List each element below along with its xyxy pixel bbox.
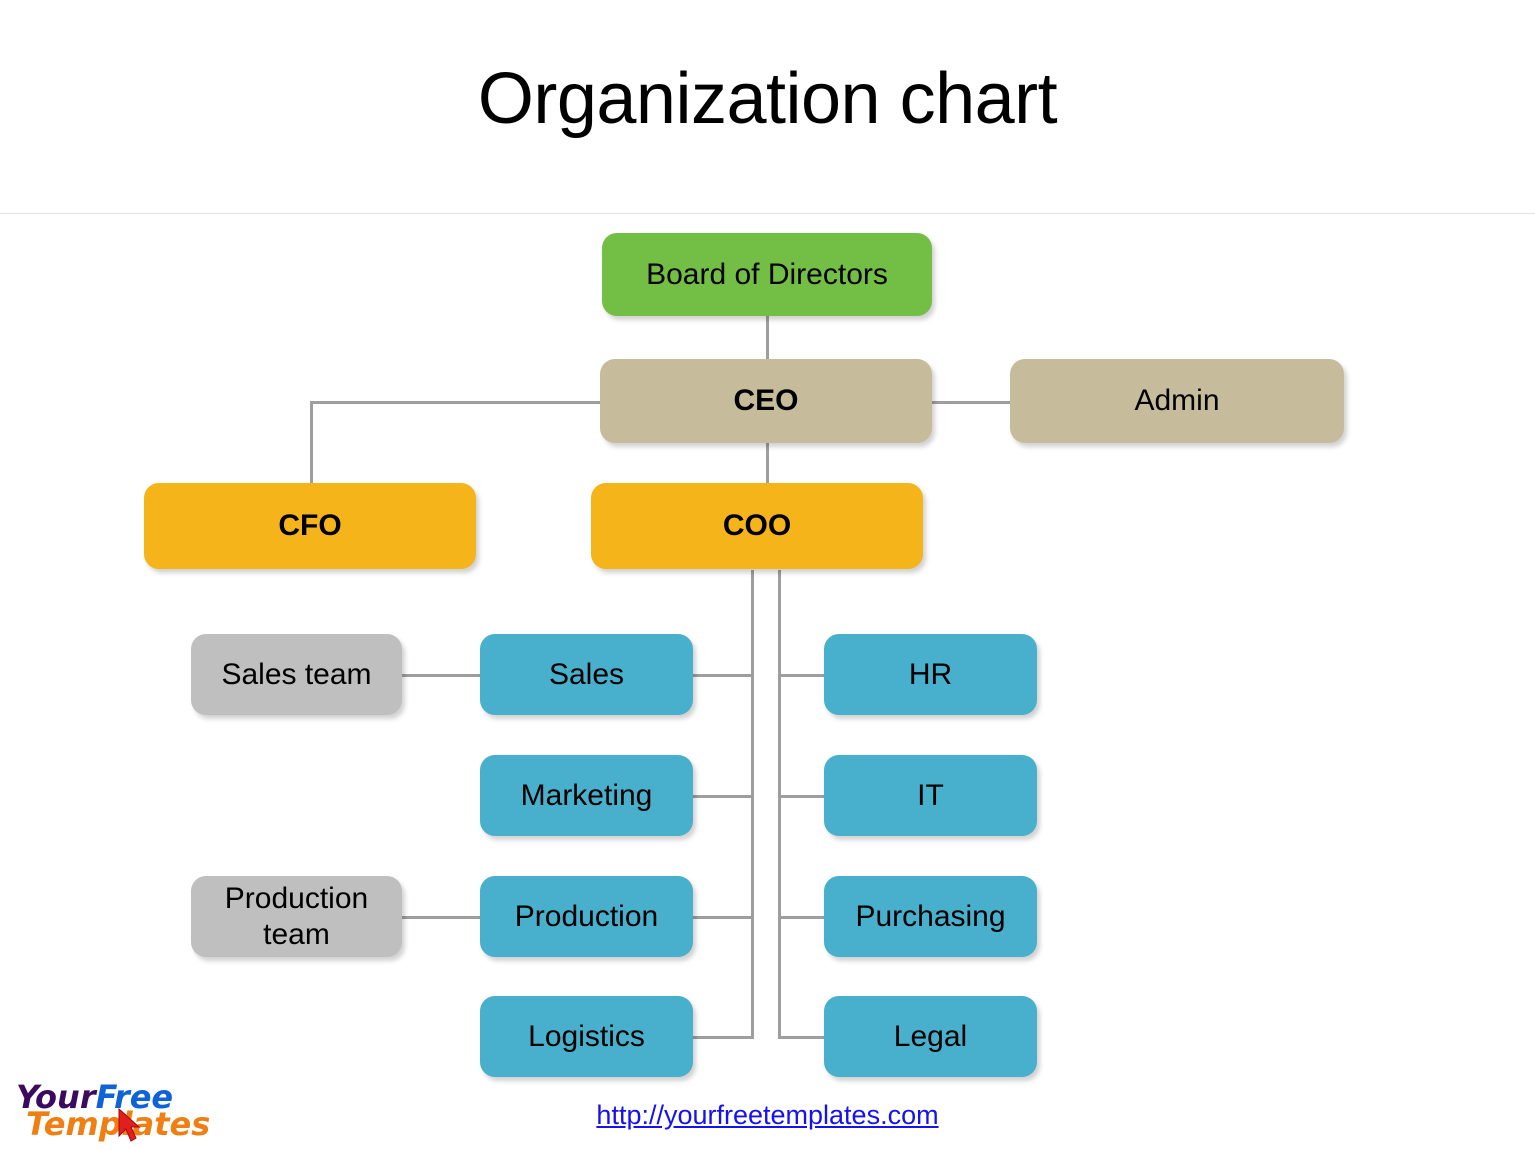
page-title: Organization chart (477, 59, 1058, 139)
connector-trunk-to-legal (778, 1036, 826, 1039)
node-marketing[interactable]: Marketing (480, 755, 693, 836)
node-coo[interactable]: COO (591, 483, 923, 569)
node-hr[interactable]: HR (824, 634, 1037, 715)
logo-word-free: Free (95, 1078, 174, 1116)
node-production-team[interactable]: Production team (191, 876, 402, 957)
footer-url-link[interactable]: http://yourfreetemplates.com (596, 1100, 939, 1130)
title-divider (0, 213, 1535, 214)
connector-trunk-to-purchasing (778, 916, 826, 919)
connector-ceo-to-cfo-vertical (310, 401, 313, 483)
connector-ceo-to-admin (932, 401, 1012, 404)
trunk-coo-left (751, 570, 754, 1039)
node-cfo[interactable]: CFO (144, 483, 476, 569)
logo-line-2: Templates (26, 1105, 210, 1143)
node-admin[interactable]: Admin (1010, 359, 1344, 443)
title-area: Organization chart (0, 0, 1535, 214)
node-logistics[interactable]: Logistics (480, 996, 693, 1077)
node-board-of-directors[interactable]: Board of Directors (602, 233, 932, 316)
node-it[interactable]: IT (824, 755, 1037, 836)
connector-trunk-to-marketing (693, 795, 754, 798)
cursor-arrow-icon (118, 1108, 141, 1142)
connector-ceo-to-coo (766, 443, 769, 485)
connector-trunk-to-production (693, 916, 754, 919)
logo-word-your: Your (16, 1078, 96, 1116)
connector-trunk-to-sales (693, 674, 754, 677)
node-sales[interactable]: Sales (480, 634, 693, 715)
connector-sales-to-sales-team (402, 674, 482, 677)
connector-trunk-to-hr (778, 674, 826, 677)
connector-production-to-production-team (402, 916, 482, 919)
node-purchasing[interactable]: Purchasing (824, 876, 1037, 957)
yourfreetemplates-logo[interactable]: YourFree Templates (8, 1078, 223, 1148)
logo-line-1: YourFree (16, 1078, 173, 1116)
node-production[interactable]: Production (480, 876, 693, 957)
connector-ceo-to-cfo-horizontal (310, 401, 602, 404)
connector-trunk-to-it (778, 795, 826, 798)
trunk-coo-right (778, 570, 781, 1039)
logo-word-templates: Templates (26, 1105, 211, 1143)
connector-trunk-to-logistics (693, 1036, 754, 1039)
connector-board-to-ceo (766, 316, 769, 360)
node-legal[interactable]: Legal (824, 996, 1037, 1077)
node-sales-team[interactable]: Sales team (191, 634, 402, 715)
node-ceo[interactable]: CEO (600, 359, 932, 443)
